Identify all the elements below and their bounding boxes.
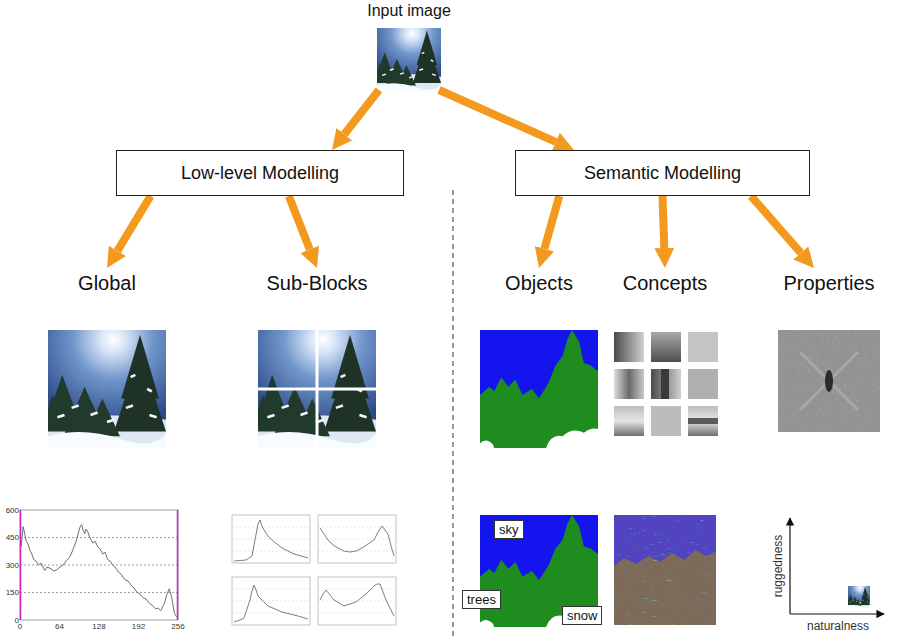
node-text: Properties — [783, 272, 875, 295]
concept-patches — [614, 332, 718, 436]
concept-patch — [614, 369, 644, 399]
flow-arrow — [544, 196, 559, 249]
chart-frame — [20, 510, 178, 620]
node-text: Input image — [366, 2, 452, 20]
chart-frame — [232, 577, 310, 625]
method-label: Properties — [779, 268, 879, 297]
method-label: Sub-Blocks — [262, 268, 372, 297]
divider-line — [453, 190, 454, 639]
filter-noise — [778, 330, 880, 432]
chart-frame — [318, 577, 396, 625]
concept-map-texture — [614, 515, 716, 625]
method-label: Global — [74, 268, 140, 297]
tick-label: 300 — [6, 561, 19, 570]
concept-patch — [688, 369, 718, 399]
y-axis — [789, 518, 790, 614]
histogram-line — [234, 520, 308, 561]
flow-arrow — [289, 196, 310, 249]
concept-patch — [651, 332, 681, 362]
labelled-object-map — [480, 515, 598, 627]
node-text: Sub-Blocks — [266, 272, 368, 295]
range-marker — [177, 510, 179, 620]
concept-patch — [614, 406, 644, 436]
node-text: Concepts — [623, 272, 708, 295]
property-filter — [778, 330, 880, 432]
chart-frame — [232, 515, 310, 563]
node-text: Low-level Modelling — [181, 163, 339, 184]
tick-label: 450 — [6, 533, 19, 542]
node-text: trees — [467, 592, 496, 607]
concept-stripe — [688, 418, 718, 424]
flow-arrow — [117, 196, 150, 251]
method-label: Objects — [501, 268, 577, 297]
input-thumbnail — [373, 28, 441, 92]
concept-patch — [688, 406, 718, 436]
filter-ground — [778, 330, 880, 432]
node-text: snow — [567, 608, 597, 623]
flow-arrow — [751, 196, 801, 253]
node-text: Objects — [505, 272, 573, 295]
sub-blocks-photo — [251, 330, 376, 448]
sub-blocks-image — [251, 330, 376, 448]
sub-block-histograms — [232, 515, 396, 625]
node-text: Global — [78, 272, 136, 295]
grid-line — [232, 527, 396, 613]
concept-patch — [688, 332, 718, 362]
x-axis — [790, 613, 884, 614]
method-label: Concepts — [619, 268, 712, 297]
filter-streak — [800, 352, 858, 410]
concept-patch — [614, 332, 644, 362]
node-text: Semantic Modelling — [584, 163, 741, 184]
filter-core — [825, 370, 833, 392]
flow-arrow — [663, 196, 665, 248]
input-image: Input image — [366, 2, 452, 90]
region-tag: trees — [462, 590, 501, 609]
object-segmentation — [480, 330, 598, 448]
axis-label: naturalness — [807, 619, 869, 633]
modelling-box: Semantic Modelling — [515, 150, 810, 196]
concept-stripe — [661, 369, 669, 399]
tick-label: 256 — [171, 622, 184, 631]
histogram-line — [320, 526, 394, 556]
tick-label: 128 — [92, 622, 105, 631]
tick-label: 64 — [55, 622, 64, 631]
range-marker — [20, 510, 22, 620]
node-text: sky — [499, 522, 519, 537]
flow-arrow — [344, 90, 379, 134]
concept-patch — [651, 369, 681, 399]
tick-label: 600 — [6, 506, 19, 515]
thumbnail-slot — [366, 20, 452, 90]
tick-label: 0 — [18, 622, 22, 631]
global-histogram — [20, 510, 178, 620]
histogram-line — [234, 585, 308, 622]
block-split — [258, 388, 376, 391]
axis-label: ruggedness — [771, 535, 785, 598]
global-image — [41, 330, 166, 448]
histogram-line — [21, 525, 177, 618]
concept-patch — [651, 406, 681, 436]
concept-map — [614, 515, 716, 625]
plotted-thumbnail — [847, 586, 870, 608]
concept-map-ground — [614, 515, 716, 625]
histogram-line — [320, 584, 394, 616]
chart-frame — [318, 515, 396, 563]
tick-label: 192 — [132, 622, 145, 631]
modelling-box: Low-level Modelling — [116, 150, 404, 196]
flow-arrow — [439, 90, 556, 142]
region-tag: sky — [494, 520, 524, 539]
grid-line — [20, 538, 178, 593]
region-tag: snow — [562, 606, 602, 625]
tick-label: 150 — [6, 588, 19, 597]
property-space-plot — [790, 518, 884, 614]
